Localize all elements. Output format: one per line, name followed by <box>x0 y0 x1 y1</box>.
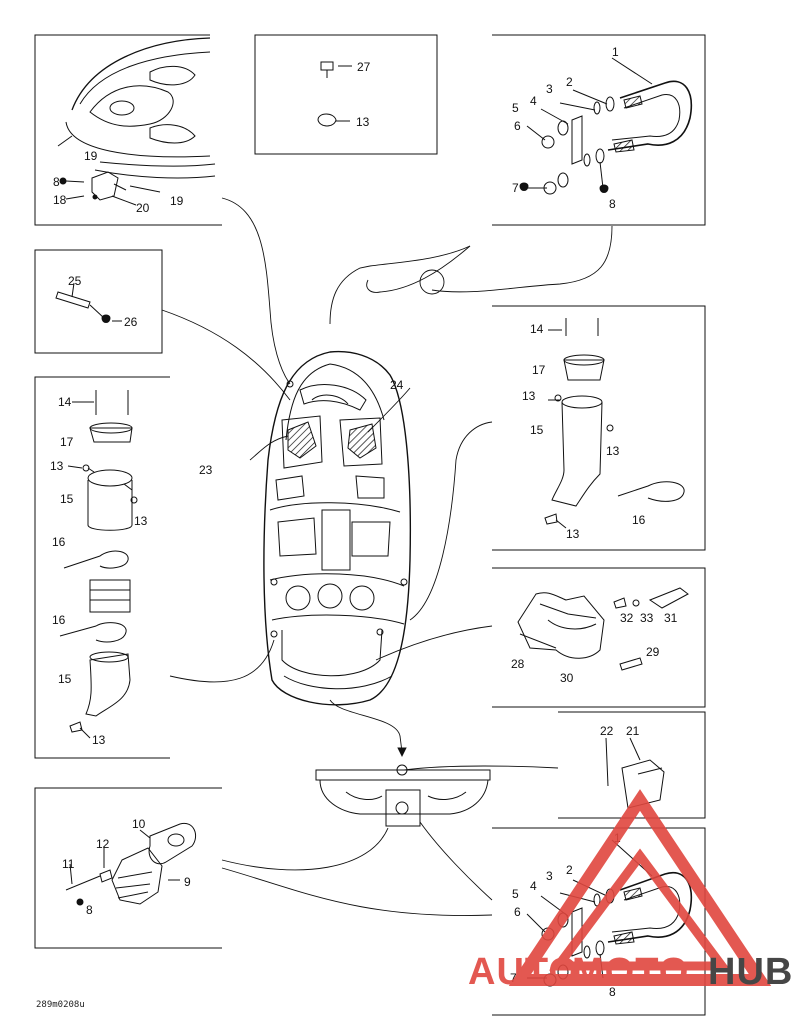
label-14a: 14 <box>58 395 72 409</box>
watermark-logo: AUTO MOTO HUB <box>468 789 793 993</box>
label-18: 18 <box>53 193 67 207</box>
label-13g: 13 <box>566 527 580 541</box>
label-15c: 15 <box>530 423 544 437</box>
label-8d: 8 <box>609 985 616 999</box>
label-6a: 6 <box>514 119 521 133</box>
label-5a: 5 <box>512 101 519 115</box>
watermark-text-hub: HUB <box>708 951 793 993</box>
detail-box-fasteners <box>254 34 438 155</box>
watermark-triangle-outer <box>508 789 772 986</box>
label-2a: 2 <box>566 75 573 89</box>
label-30: 30 <box>560 671 574 685</box>
label-24: 24 <box>390 378 404 392</box>
detail-box-vent-tubes-right <box>492 305 706 551</box>
label-16a: 16 <box>52 535 66 549</box>
label-2b: 2 <box>566 863 573 877</box>
label-11: 11 <box>62 857 75 871</box>
detail-box-rivet <box>34 249 163 354</box>
label-8a: 8 <box>53 175 60 189</box>
label-32: 32 <box>620 611 634 625</box>
part-labels: 19 8 18 20 19 27 13 1 2 3 4 5 6 7 8 25 2… <box>36 45 678 1010</box>
detail-box-handle <box>492 34 706 226</box>
pump-view <box>315 764 491 827</box>
detail-box-front-deck <box>34 34 222 226</box>
diagram-code: 289m0208u <box>36 1000 85 1010</box>
label-14b: 14 <box>530 322 544 336</box>
label-9: 9 <box>184 875 191 889</box>
detail-box-drain-plug <box>34 787 222 949</box>
label-31: 31 <box>664 611 678 625</box>
label-13d: 13 <box>92 733 106 747</box>
label-5b: 5 <box>512 887 519 901</box>
label-26: 26 <box>124 315 138 329</box>
label-33: 33 <box>640 611 654 625</box>
label-3b: 3 <box>546 869 553 883</box>
label-27: 27 <box>357 60 371 74</box>
label-3a: 3 <box>546 82 553 96</box>
watermark-text-moto: MOTO <box>572 951 689 993</box>
label-16c: 16 <box>632 513 646 527</box>
label-19b: 19 <box>170 194 184 208</box>
label-29: 29 <box>646 645 660 659</box>
label-22: 22 <box>600 724 614 738</box>
label-13b: 13 <box>50 459 64 473</box>
label-7a: 7 <box>512 181 519 195</box>
label-4a: 4 <box>530 94 537 108</box>
label-20: 20 <box>136 201 150 215</box>
label-21: 21 <box>626 724 640 738</box>
detail-box-vent-tubes-left <box>34 376 170 759</box>
label-12: 12 <box>96 837 110 851</box>
watermark-text-auto: AUTO <box>468 951 579 993</box>
label-10: 10 <box>132 817 146 831</box>
connection-lines <box>161 197 613 916</box>
label-13e: 13 <box>522 389 536 403</box>
label-17b: 17 <box>532 363 546 377</box>
label-13c: 13 <box>134 514 148 528</box>
detail-box-pump-cover <box>492 567 706 708</box>
label-16b: 16 <box>52 613 66 627</box>
label-13a: 13 <box>356 115 370 129</box>
label-8c: 8 <box>86 903 93 917</box>
label-15b: 15 <box>58 672 72 686</box>
detail-box-handle-lower <box>492 827 706 1016</box>
label-28: 28 <box>511 657 525 671</box>
label-23: 23 <box>199 463 213 477</box>
label-8b: 8 <box>609 197 616 211</box>
label-6b: 6 <box>514 905 521 919</box>
label-19a: 19 <box>84 149 98 163</box>
label-7b: 7 <box>510 971 517 985</box>
label-25: 25 <box>68 274 82 288</box>
label-13f: 13 <box>606 444 620 458</box>
label-17a: 17 <box>60 435 74 449</box>
label-1a: 1 <box>612 45 619 59</box>
label-15a: 15 <box>60 492 74 506</box>
hull-main-view <box>263 350 412 706</box>
watermark-triangle-inner <box>549 848 731 971</box>
label-4b: 4 <box>530 879 537 893</box>
